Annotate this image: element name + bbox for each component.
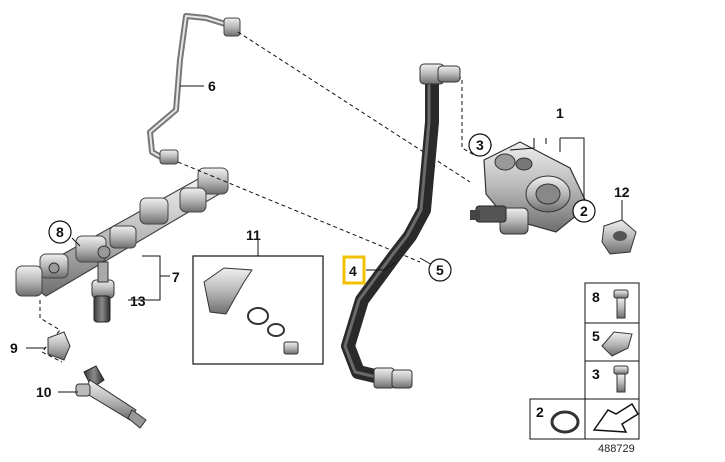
callout-4[interactable]: 4 <box>349 263 357 279</box>
callout-9[interactable]: 9 <box>10 340 18 356</box>
flange-nut-12[interactable] <box>601 219 637 255</box>
pressure-sensor-13[interactable] <box>91 261 115 323</box>
kit-11-box[interactable] <box>192 240 324 365</box>
callout-7[interactable]: 7 <box>172 269 180 285</box>
assembly-connector-lines <box>39 31 477 363</box>
callout-13[interactable]: 13 <box>130 293 146 309</box>
callout-11[interactable]: 11 <box>246 227 261 243</box>
image-id: 488729 <box>598 443 635 455</box>
callout-8[interactable]: 8 <box>56 224 64 240</box>
legend-label-5[interactable]: 5 <box>592 328 600 344</box>
callout-8-circle <box>48 220 72 244</box>
legend-label-8[interactable]: 8 <box>592 289 600 305</box>
callout-3[interactable]: 3 <box>476 137 484 153</box>
callout-6[interactable]: 6 <box>208 78 216 94</box>
legend-screw-icon <box>613 365 629 393</box>
high-pressure-pump[interactable] <box>470 141 589 235</box>
callout-12[interactable]: 12 <box>614 184 630 200</box>
callout-2-circle <box>572 199 596 223</box>
callout-5[interactable]: 5 <box>436 262 444 278</box>
callout-10[interactable]: 10 <box>36 384 52 400</box>
legend-label-2[interactable]: 2 <box>536 404 544 420</box>
fuel-line-6[interactable] <box>147 13 241 165</box>
clip-9[interactable] <box>47 331 71 361</box>
callout-4-highlight <box>342 255 366 285</box>
callout-1[interactable]: 1 <box>556 105 564 121</box>
fuel-hose-5[interactable] <box>341 63 461 389</box>
callout-3-circle <box>468 133 492 157</box>
legend-bolt-icon <box>613 289 629 319</box>
legend-label-3[interactable]: 3 <box>592 366 600 382</box>
legend-clip-icon <box>601 331 633 357</box>
callout-5-circle <box>428 258 452 282</box>
callout-2[interactable]: 2 <box>580 203 588 219</box>
injector-10[interactable] <box>75 365 147 429</box>
arrow-icon <box>592 402 640 433</box>
legend-seal-ring-icon <box>550 410 580 434</box>
fuel-rail[interactable] <box>15 167 229 297</box>
